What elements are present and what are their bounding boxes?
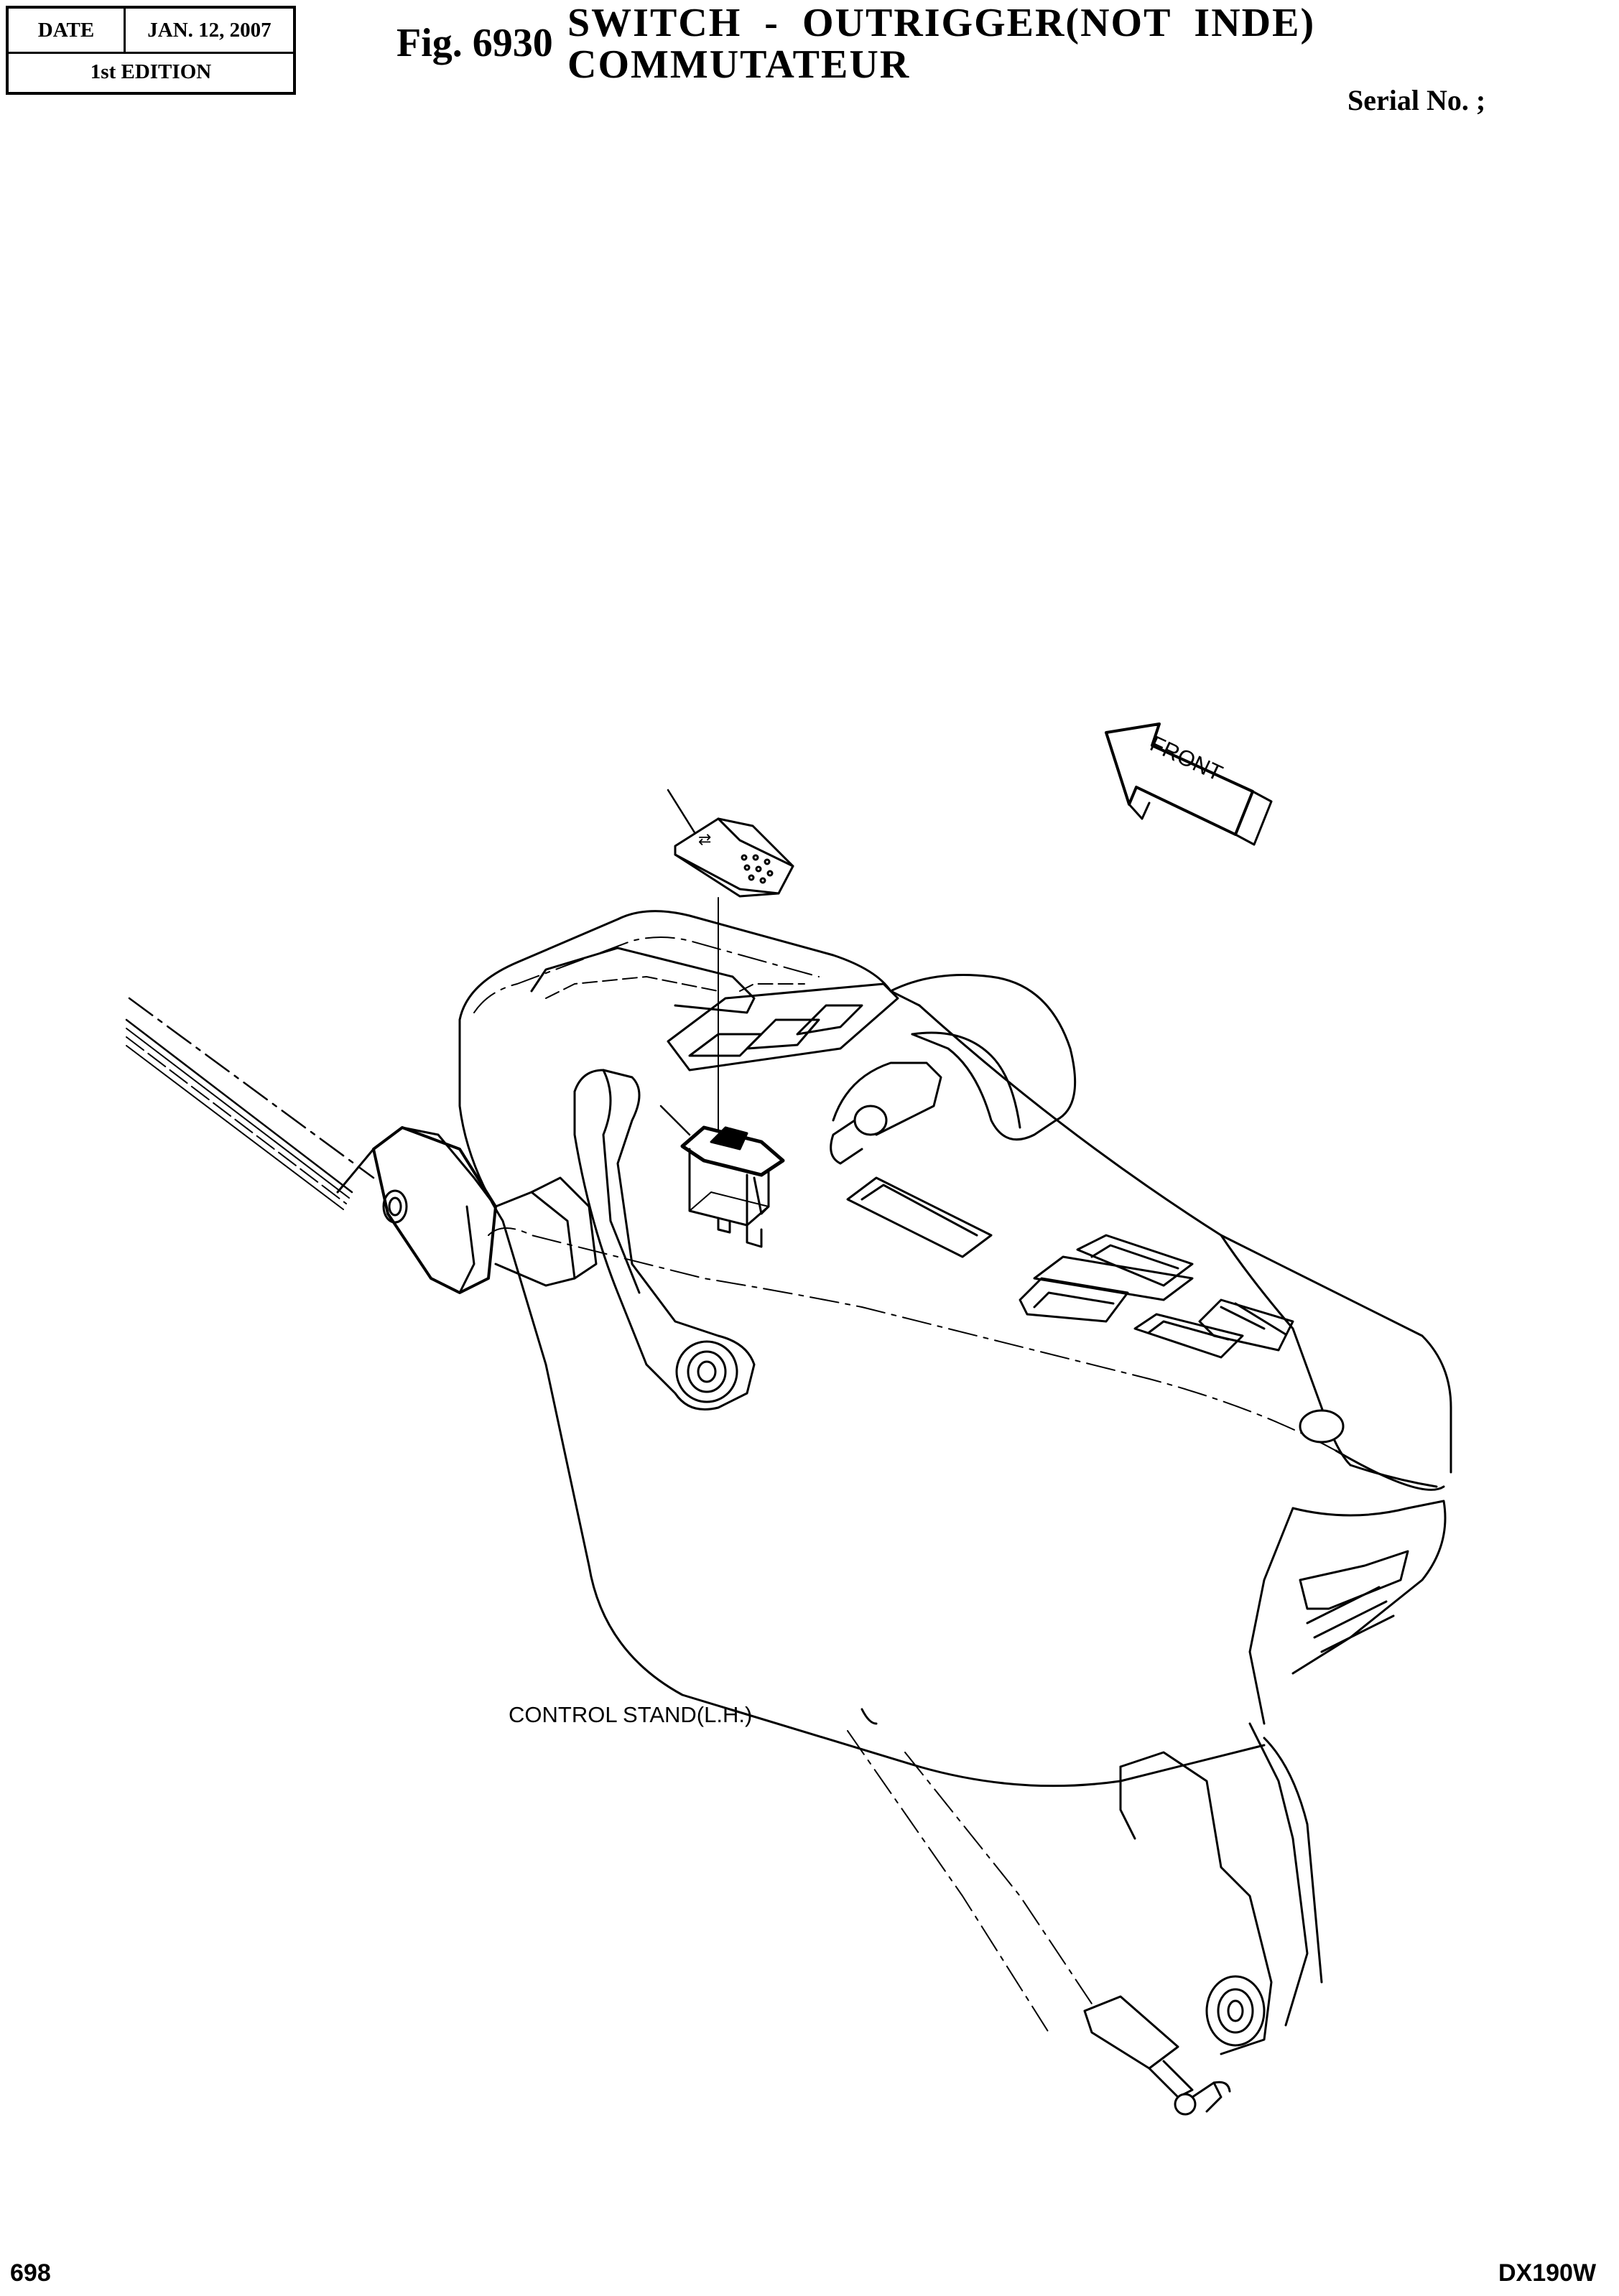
edition-row: 1st EDITION [9, 52, 293, 92]
figure-number: Fig. 6930 [396, 21, 553, 65]
control-stand-label: CONTROL STAND(L.H.) [509, 1702, 752, 1727]
support-arm [573, 1069, 756, 1410]
cable-connector [372, 1126, 598, 1294]
page-number: 698 [10, 2259, 51, 2287]
switch-cover: ⇄ [674, 817, 794, 898]
date-row: DATE JAN. 12, 2007 [9, 9, 293, 54]
date-value: JAN. 12, 2007 [147, 18, 272, 42]
lower-bracket [847, 1708, 1323, 2116]
serial-number: Serial No. ; [1347, 84, 1486, 116]
title-english: SWITCH - OUTRIGGER(NOT INDE) [567, 1, 1316, 45]
control-stand-body [458, 910, 1452, 1788]
switch-symbol: ⇄ [698, 831, 711, 849]
edition-box: DATE JAN. 12, 2007 1st EDITION [6, 6, 296, 95]
model-number: DX190W [1498, 2259, 1597, 2287]
date-label: DATE [9, 9, 126, 52]
title-french: COMMUTATEUR [567, 42, 911, 87]
outrigger-switch [680, 1125, 785, 1248]
console-slots [846, 1176, 1345, 1444]
front-arrow-icon: FRONT [1105, 722, 1273, 846]
edition-label: 1st EDITION [90, 60, 212, 83]
